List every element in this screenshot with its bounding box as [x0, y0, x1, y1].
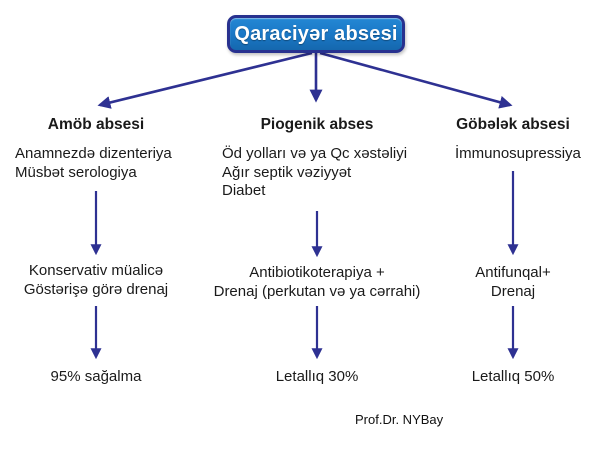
column-header-piogenik: Piogenik abses: [260, 116, 374, 133]
treatment-line: Antibiotikoterapiya +: [249, 264, 385, 281]
arrow-title-to-amoeb: [97, 51, 313, 109]
treatment-line: Antifunqal+: [475, 264, 551, 281]
cause-line: İmmunosupressiya: [455, 145, 581, 162]
treatment-amoeb: Konservativ müalicə Göstərişə görə drena…: [6, 262, 186, 299]
treatment-line: Drenaj: [490, 282, 536, 300]
arrow-title-to-gobelek: [319, 51, 513, 109]
causes-piogenik: Öd yolları və ya Qc xəstəliyi Ağır septi…: [222, 145, 407, 201]
column-header-amoeb: Amöb absesi: [47, 116, 145, 133]
cause-line: Öd yolları və ya Qc xəstəliyi: [222, 145, 408, 162]
author-credit: Prof.Dr. NYBay: [355, 412, 444, 427]
causes-amoeb: Anamnezdə dizenteriya Müsbət serologiya: [15, 145, 172, 182]
title-box: Qaraciyər absesi: [227, 15, 405, 53]
outcome-piogenik: Letallıq 30%: [275, 368, 359, 385]
treatment-piogenik: Antibiotikoterapiya + Drenaj (perkutan v…: [202, 264, 432, 301]
outcome-gobelek: Letallıq 50%: [471, 368, 555, 385]
outcome-amoeb: 95% sağalma: [50, 368, 142, 385]
causes-gobelek: İmmunosupressiya: [455, 145, 581, 164]
column-header-gobelek: Göbələk absesi: [456, 116, 570, 133]
treatment-line: Göstərişə görə drenaj: [23, 280, 169, 298]
cause-line: Anamnezdə dizenteriya: [15, 145, 172, 162]
cause-line: Diabet: [222, 182, 266, 199]
treatment-line: Drenaj (perkutan və ya cərrahi): [213, 282, 421, 300]
cause-line: Ağır septik vəziyyət: [222, 163, 352, 181]
page-title: Qaraciyər absesi: [234, 22, 398, 45]
treatment-line: Konservativ müalicə: [28, 262, 164, 279]
cause-line: Müsbət serologiya: [15, 163, 137, 181]
treatment-gobelek: Antifunqal+ Drenaj: [453, 264, 573, 301]
